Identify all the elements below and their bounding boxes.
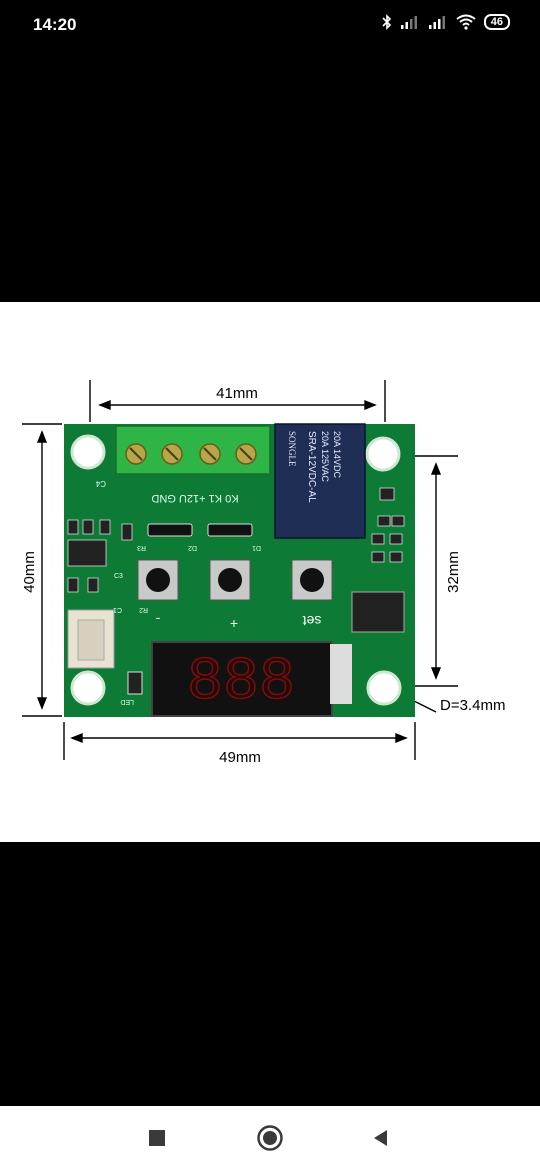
seven-segment-display: 888 <box>151 641 352 718</box>
dimension-hole: D=3.4mm <box>440 697 505 714</box>
product-image: 41mm 40mm 32mm 49mm D=3.4mm <box>21 380 505 766</box>
led <box>127 671 143 695</box>
dimension-bottom: 49mm <box>219 749 261 766</box>
terminal-labels: K0 K1 +12U GND <box>151 492 238 504</box>
label-led: LED <box>120 698 134 705</box>
label-d1: D1 <box>252 544 261 551</box>
battery-level: 46 <box>490 16 503 28</box>
navigation-bar <box>0 1106 540 1170</box>
status-icons: 46 <box>382 14 510 30</box>
relay: 20A 14VDC 20A 125VAC SRA-12VDC-AL SONGLE <box>274 423 366 539</box>
label-minus: - <box>156 609 161 625</box>
home-circle-icon[interactable] <box>254 1122 286 1154</box>
signal-icon <box>428 16 445 29</box>
label-c4: C4 <box>95 479 106 488</box>
display-digits: 888 <box>187 649 295 717</box>
wifi-icon <box>456 14 476 30</box>
label-c1: C1 <box>113 606 122 613</box>
signal-icon <box>400 16 417 29</box>
terminal-block <box>115 425 271 475</box>
dimension-top: 41mm <box>216 385 258 402</box>
ic-chip <box>351 591 405 633</box>
relay-line2: 20A 125VAC <box>320 431 330 482</box>
label-c3: C3 <box>114 573 123 580</box>
label-set: set <box>303 613 322 629</box>
mounting-holes <box>70 434 402 706</box>
dimension-right: 32mm <box>445 551 462 593</box>
back-triangle-icon[interactable] <box>364 1122 396 1154</box>
label-r2: R2 <box>139 606 148 613</box>
label-d2: D2 <box>188 544 197 551</box>
relay-line1: 20A 14VDC <box>332 431 342 479</box>
bluetooth-icon <box>382 14 391 30</box>
status-time: 14:20 <box>33 15 77 34</box>
dimension-left: 40mm <box>21 551 38 593</box>
battery-icon: 46 <box>483 14 510 30</box>
recents-square-icon[interactable] <box>141 1122 173 1154</box>
status-bar: 14:20 46 <box>0 0 540 50</box>
relay-line3: SRA-12VDC-AL <box>306 431 317 503</box>
label-plus: + <box>230 615 238 631</box>
tactile-buttons <box>137 559 333 601</box>
label-r3: R3 <box>137 544 146 551</box>
image-viewer[interactable]: 41mm 40mm 32mm 49mm D=3.4mm <box>0 302 540 842</box>
relay-brand: SONGLE <box>287 431 297 467</box>
